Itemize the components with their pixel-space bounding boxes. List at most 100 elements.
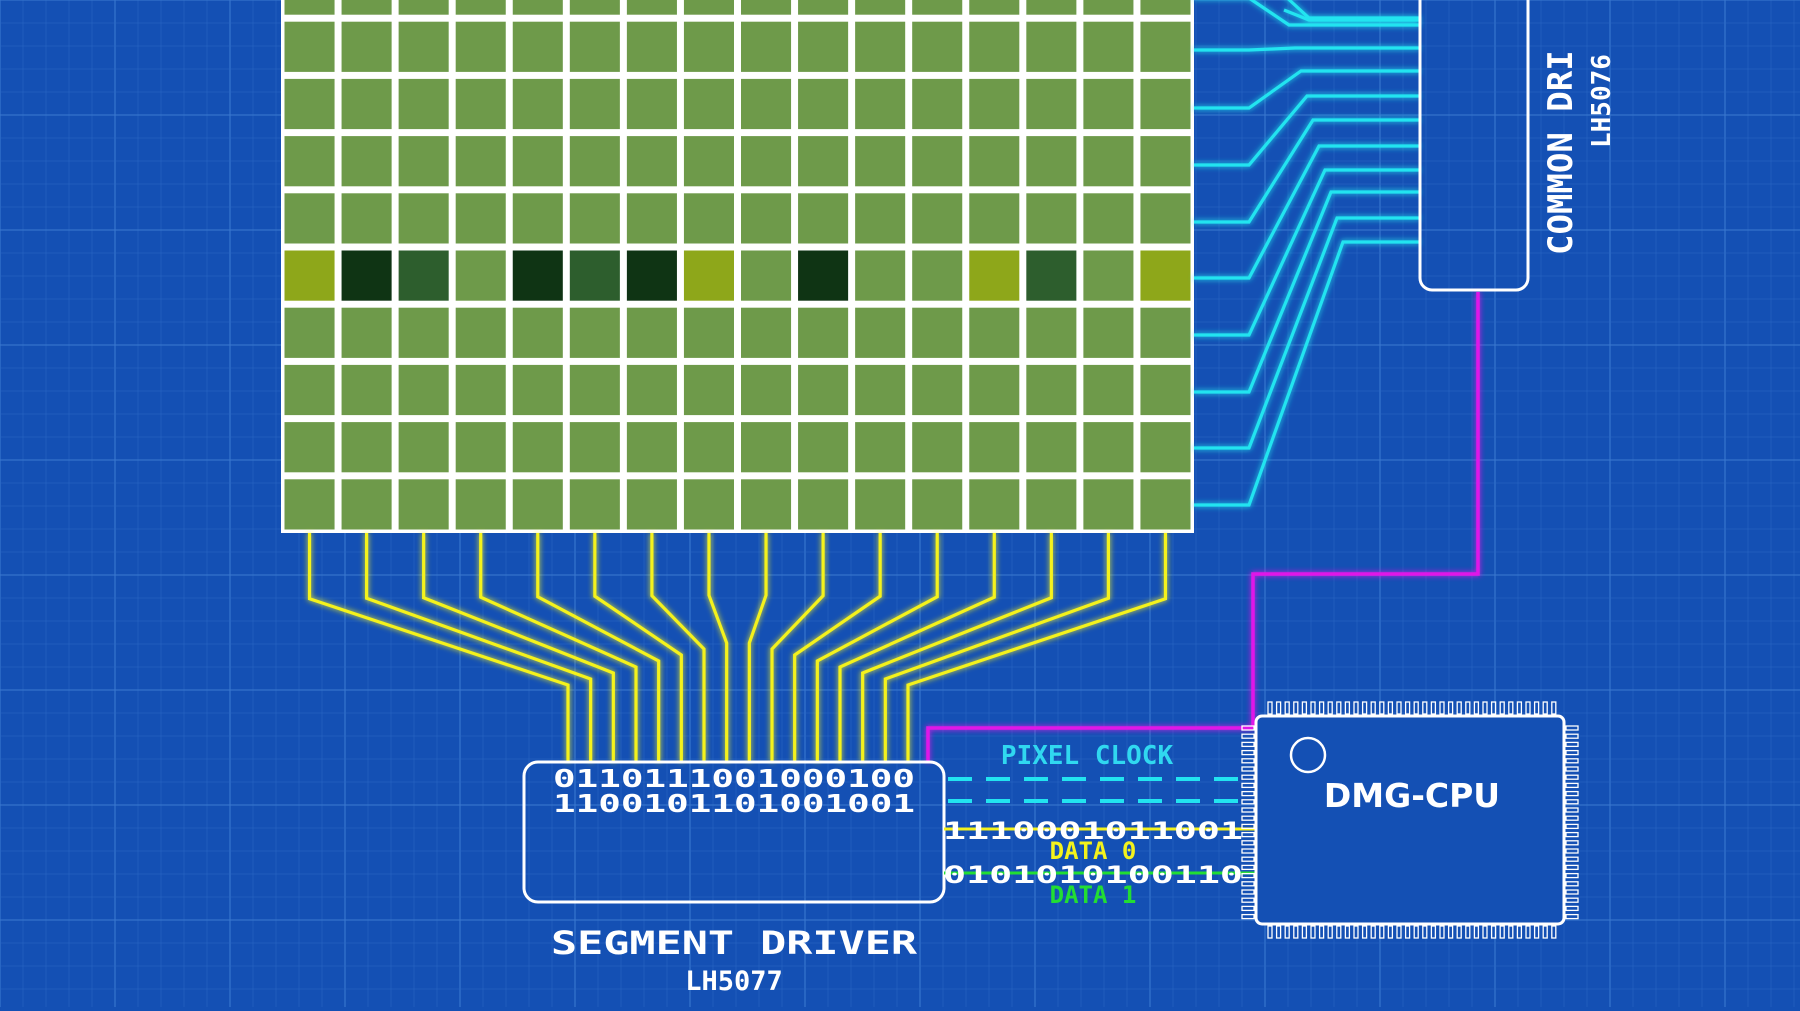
cpu-pin xyxy=(1565,749,1579,756)
pixel-clock-label: PIXEL CLOCK xyxy=(1001,741,1174,771)
cpu-pin xyxy=(1499,925,1505,939)
lcd-pixel xyxy=(855,0,906,15)
cpu-pin xyxy=(1301,701,1308,715)
lcd-pixel xyxy=(912,136,963,187)
cpu-pin xyxy=(1542,701,1548,715)
cpu-pin xyxy=(1533,701,1540,715)
cpu-pin xyxy=(1565,913,1579,920)
cpu-pin xyxy=(1241,856,1255,862)
cpu-pin xyxy=(1565,864,1579,871)
cpu-pin xyxy=(1336,701,1342,715)
lcd-pixel xyxy=(284,364,335,416)
lcd-pixel xyxy=(284,479,335,530)
lcd-pixel xyxy=(626,0,677,15)
cpu-pin xyxy=(1565,799,1579,805)
lcd-pixel xyxy=(1083,422,1134,473)
segment-trace xyxy=(838,533,996,762)
lcd-active-pixel xyxy=(455,250,506,301)
lcd-pixel xyxy=(912,422,963,473)
cpu-pin xyxy=(1353,925,1359,939)
cpu-body xyxy=(1254,714,1566,926)
cpu-pin xyxy=(1370,701,1376,715)
lcd-pixel xyxy=(912,364,963,416)
lcd-pixel xyxy=(512,78,563,130)
lcd-pixel xyxy=(569,364,620,416)
cpu-chip: DMG-CPU xyxy=(1241,701,1579,939)
lcd-pixel xyxy=(1026,364,1077,416)
common-trace xyxy=(1249,0,1420,27)
segment-trace xyxy=(747,533,768,762)
cpu-pin xyxy=(1422,701,1428,715)
lcd-pixel xyxy=(512,21,563,72)
lcd-pixel xyxy=(969,136,1020,187)
segment-trace xyxy=(906,533,1168,762)
cpu-pin xyxy=(1344,925,1351,939)
common-driver-part: LH5076 xyxy=(1587,54,1617,148)
lcd-pixel xyxy=(798,136,849,187)
clock-trace xyxy=(926,292,1480,762)
cpu-pin xyxy=(1565,905,1579,912)
cpu-pin xyxy=(1439,925,1445,939)
cpu-pin xyxy=(1318,701,1325,715)
lcd-pixel xyxy=(1140,136,1191,187)
lcd-pixel xyxy=(798,479,849,530)
cpu-pin xyxy=(1241,733,1255,739)
cpu-pin xyxy=(1565,840,1579,846)
lcd-pixel xyxy=(626,307,677,358)
common-driver-body xyxy=(1418,0,1530,292)
cpu-pin xyxy=(1565,872,1579,879)
cpu-pin1-marker xyxy=(1289,736,1327,774)
cpu-pin xyxy=(1396,701,1402,715)
cpu-pin xyxy=(1565,807,1579,813)
cpu-pin xyxy=(1565,831,1579,838)
lcd-pixel xyxy=(912,193,963,244)
lcd-pixel xyxy=(912,78,963,130)
lcd-pixel xyxy=(284,422,335,473)
lcd-pixel xyxy=(1083,78,1134,130)
lcd-pixel xyxy=(969,78,1020,130)
cpu-pin xyxy=(1387,925,1394,939)
clock-line-segment xyxy=(926,726,1253,762)
cpu-pin xyxy=(1565,856,1579,862)
cpu-pin xyxy=(1525,701,1531,715)
lcd-pixel xyxy=(741,21,792,72)
data1-bits: 0101010100110 xyxy=(943,861,1243,889)
lcd-active-pixel xyxy=(683,250,734,301)
lcd-pixel xyxy=(855,307,906,358)
lcd-pixel xyxy=(969,422,1020,473)
lcd-pixel xyxy=(683,364,734,416)
cpu-pins xyxy=(1241,701,1579,939)
segment-driver-body xyxy=(522,760,946,904)
segment-trace xyxy=(815,533,939,762)
cpu-pin xyxy=(1344,701,1351,715)
cpu-pin xyxy=(1404,925,1411,939)
cpu-pin xyxy=(1465,925,1471,939)
lcd-pixel xyxy=(569,136,620,187)
clock-line-common xyxy=(1251,292,1480,728)
lcd-pixel xyxy=(741,136,792,187)
cpu-pin xyxy=(1275,925,1282,939)
cpu-pin xyxy=(1310,925,1316,939)
lcd-pixel xyxy=(741,364,792,416)
lcd-pixel xyxy=(1083,193,1134,244)
data0-label: DATA 0 xyxy=(1050,837,1137,865)
cpu-pin xyxy=(1508,701,1514,715)
segment-trace xyxy=(883,533,1111,762)
common-trace xyxy=(1194,94,1420,167)
lcd-pixel xyxy=(512,0,563,15)
cpu-pin xyxy=(1387,701,1394,715)
lcd-pixel xyxy=(741,479,792,530)
segment-trace xyxy=(307,533,570,762)
lcd-pixel xyxy=(455,78,506,130)
lcd-pixel xyxy=(398,307,449,358)
lcd-pixel xyxy=(798,307,849,358)
cpu-pin xyxy=(1465,701,1471,715)
lcd-pixel xyxy=(569,78,620,130)
cpu-pin xyxy=(1508,925,1514,939)
cpu-pin xyxy=(1456,925,1462,939)
segment-trace xyxy=(707,533,729,762)
cpu-pin xyxy=(1241,889,1255,895)
cpu-pin xyxy=(1293,925,1299,939)
lcd-active-pixel xyxy=(284,250,335,301)
